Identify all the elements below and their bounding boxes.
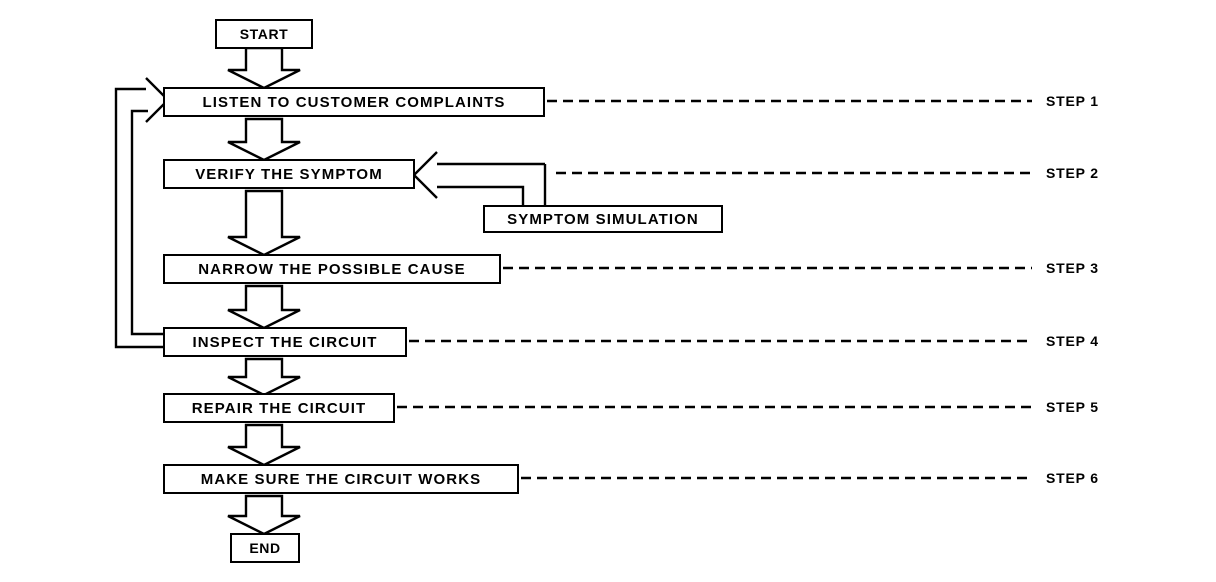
- block-arrow-inspect-to-repair: [227, 357, 301, 397]
- terminal-start-label: START: [239, 26, 289, 42]
- process-box-symptom-simulation[interactable]: SYMPTOM SIMULATION: [483, 205, 723, 233]
- step-label-3: STEP 3: [1046, 260, 1099, 276]
- process-box-inspect-label: INSPECT THE CIRCUIT: [192, 333, 378, 351]
- feedback-arrowhead-verify: [412, 151, 438, 199]
- process-box-verify-works-label: MAKE SURE THE CIRCUIT WORKS: [200, 470, 482, 488]
- terminal-end[interactable]: END: [230, 533, 300, 563]
- block-arrow-repair-to-verify2: [227, 423, 301, 467]
- process-box-verify-works[interactable]: MAKE SURE THE CIRCUIT WORKS: [163, 464, 519, 494]
- feedback-loop-outer-inspect-to-listen: [114, 87, 163, 349]
- process-box-repair-label: REPAIR THE CIRCUIT: [191, 399, 367, 417]
- process-box-listen-label: LISTEN TO CUSTOMER COMPLAINTS: [202, 93, 506, 111]
- process-box-narrow-label: NARROW THE POSSIBLE CAUSE: [198, 260, 466, 278]
- step-label-6-text: STEP 6: [1046, 470, 1099, 486]
- process-box-inspect[interactable]: INSPECT THE CIRCUIT: [163, 327, 407, 357]
- terminal-start[interactable]: START: [215, 19, 313, 49]
- block-arrow-verify-to-narrow: [227, 189, 301, 257]
- process-box-verify[interactable]: VERIFY THE SYMPTOM: [163, 159, 415, 189]
- step-label-4: STEP 4: [1046, 333, 1099, 349]
- process-box-verify-label: VERIFY THE SYMPTOM: [195, 165, 383, 183]
- step-label-3-text: STEP 3: [1046, 260, 1099, 276]
- process-box-narrow[interactable]: NARROW THE POSSIBLE CAUSE: [163, 254, 501, 284]
- step-label-1: STEP 1: [1046, 93, 1099, 109]
- step-label-5: STEP 5: [1046, 399, 1099, 415]
- process-box-symptom-simulation-label: SYMPTOM SIMULATION: [507, 210, 699, 228]
- feedback-loop-simulation-to-verify: [437, 185, 525, 205]
- step-label-4-text: STEP 4: [1046, 333, 1099, 349]
- step-label-5-text: STEP 5: [1046, 399, 1099, 415]
- process-box-repair[interactable]: REPAIR THE CIRCUIT: [163, 393, 395, 423]
- step-label-6: STEP 6: [1046, 470, 1099, 486]
- block-arrow-listen-to-verify: [227, 117, 301, 162]
- step-label-2-text: STEP 2: [1046, 165, 1099, 181]
- step-label-1-text: STEP 1: [1046, 93, 1099, 109]
- block-arrow-verify2-to-end: [227, 494, 301, 536]
- step-label-2: STEP 2: [1046, 165, 1099, 181]
- terminal-end-label: END: [249, 540, 281, 556]
- block-arrow-start-to-listen: [227, 46, 301, 90]
- process-box-listen[interactable]: LISTEN TO CUSTOMER COMPLAINTS: [163, 87, 545, 117]
- block-arrow-narrow-to-inspect: [227, 284, 301, 330]
- feedback-loop-inner-inspect-to-listen: [130, 109, 163, 336]
